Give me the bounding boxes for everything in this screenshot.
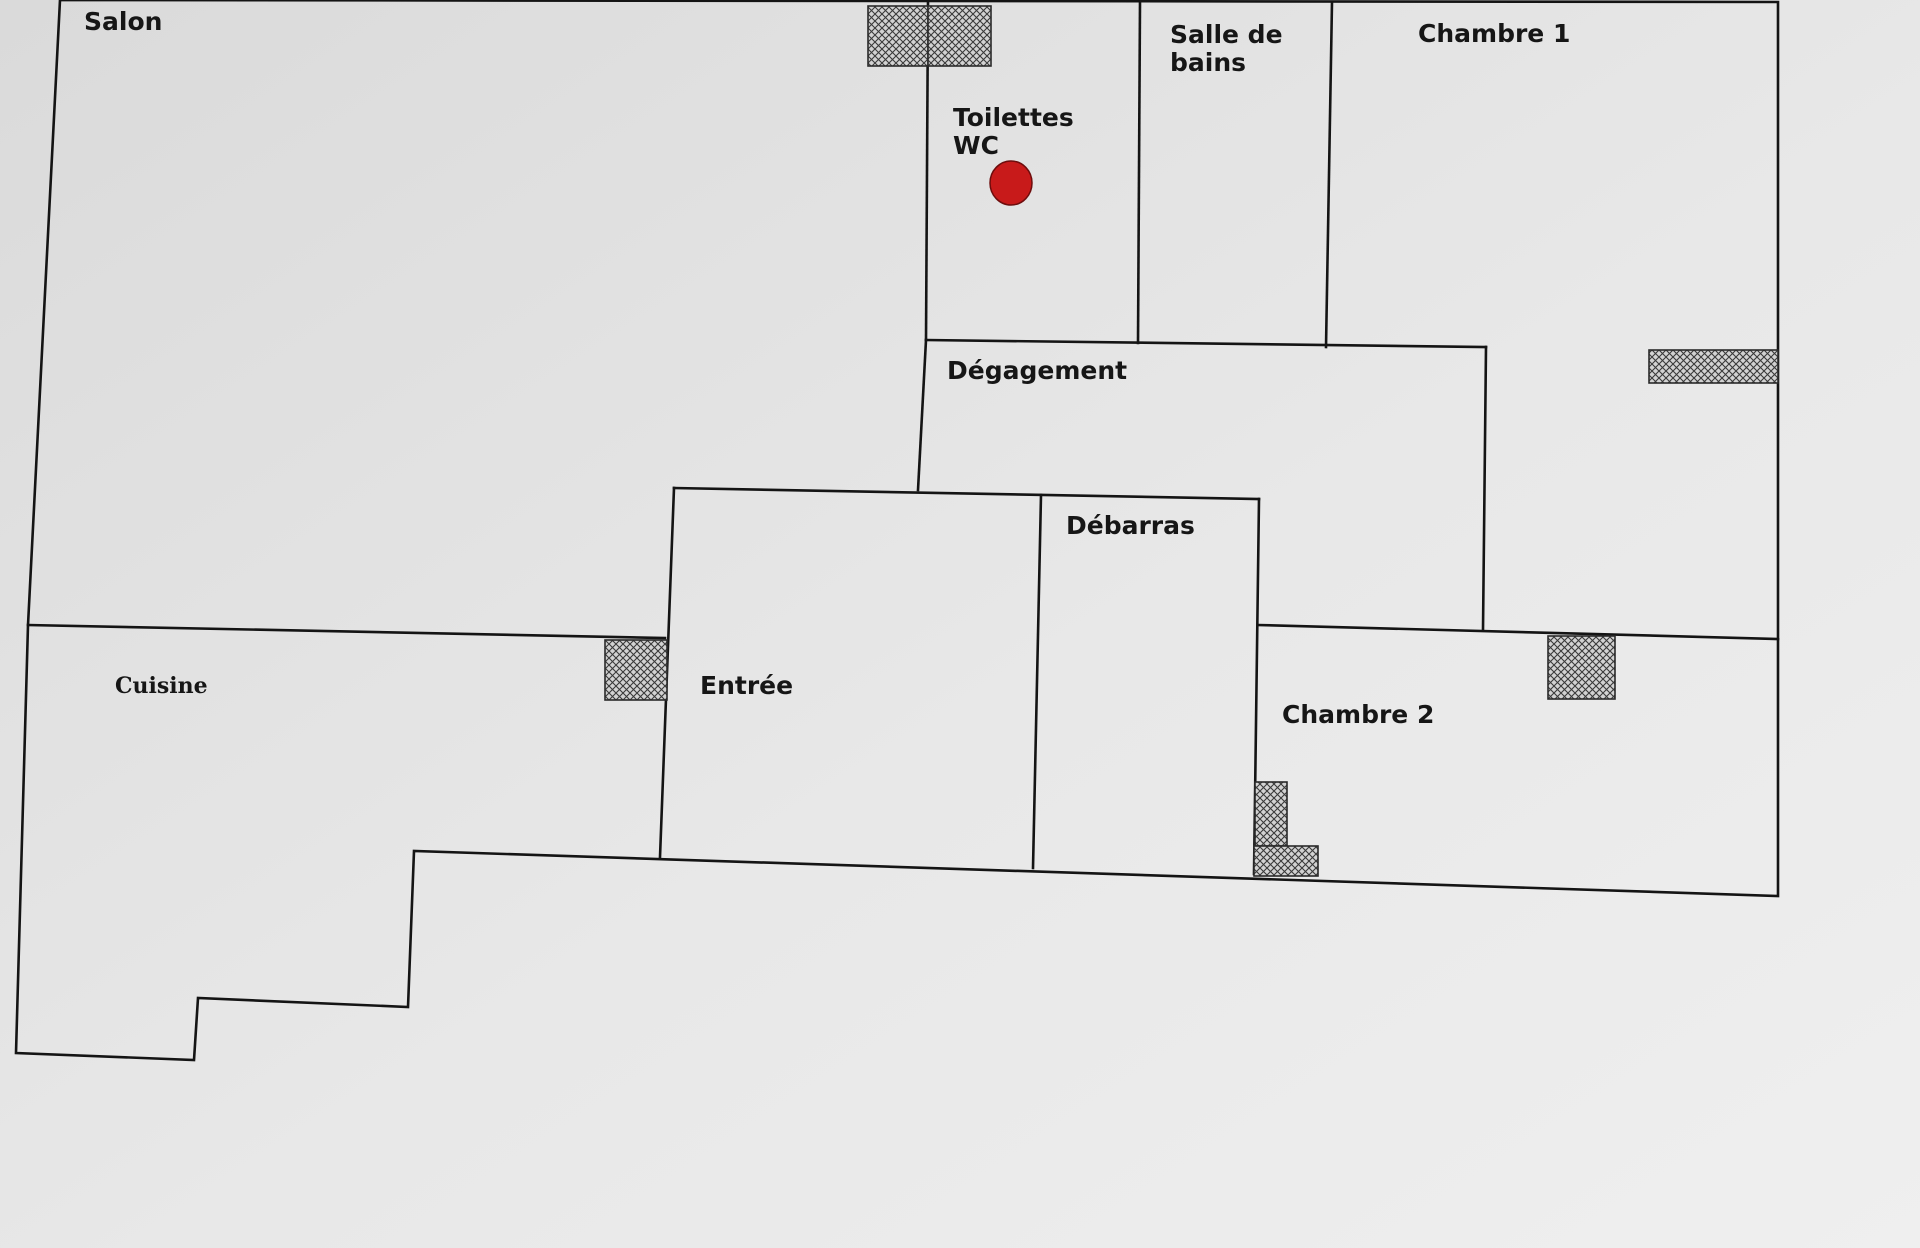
label-debarras: Débarras bbox=[1066, 511, 1195, 540]
wall-entree-top bbox=[672, 486, 1261, 501]
label-chambre-1: Chambre 1 bbox=[1418, 19, 1570, 48]
interior-walls bbox=[26, 0, 1780, 876]
wall-degagement-left bbox=[916, 338, 928, 492]
radiator-chambre1 bbox=[1648, 349, 1779, 384]
duct-top-left bbox=[867, 5, 929, 67]
wall-salon-cuisine bbox=[26, 623, 667, 640]
wall-chambre2-top bbox=[1256, 623, 1780, 641]
label-entree: Entrée bbox=[700, 671, 793, 700]
duct-cuisine bbox=[604, 639, 668, 701]
wall-degagement-top bbox=[924, 338, 1488, 349]
label-salle-de-bains: Salle de bains bbox=[1170, 20, 1291, 77]
wall-wc-sdb bbox=[1136, 0, 1142, 345]
red-marker-dot bbox=[989, 160, 1033, 206]
duct-chambre2 bbox=[1547, 635, 1616, 700]
wall-entree-debarras bbox=[1031, 493, 1043, 870]
label-chambre-2: Chambre 2 bbox=[1282, 700, 1434, 729]
room-labels: Salon Toilettes WC Salle de bains Chambr… bbox=[84, 7, 1570, 729]
duct-top-right bbox=[927, 5, 992, 67]
duct-chambre2-small-top bbox=[1254, 781, 1288, 847]
label-toilettes-line1: Toilettes bbox=[953, 103, 1074, 132]
wall-sdb-chambre1 bbox=[1324, 0, 1334, 349]
label-cuisine: Cuisine bbox=[115, 673, 208, 699]
label-toilettes: Toilettes WC bbox=[953, 103, 1082, 160]
label-salle-de-bains-line1: Salle de bbox=[1170, 20, 1283, 49]
hatched-elements bbox=[604, 5, 1779, 877]
outer-wall bbox=[14, 0, 1780, 1062]
wall-chambre1-inner bbox=[1481, 345, 1488, 632]
label-degagement: Dégagement bbox=[947, 356, 1127, 385]
label-salle-de-bains-line2: bains bbox=[1170, 48, 1246, 77]
duct-chambre2-small-bottom bbox=[1253, 845, 1319, 877]
label-salon: Salon bbox=[84, 7, 162, 36]
label-toilettes-line2: WC bbox=[953, 131, 999, 160]
